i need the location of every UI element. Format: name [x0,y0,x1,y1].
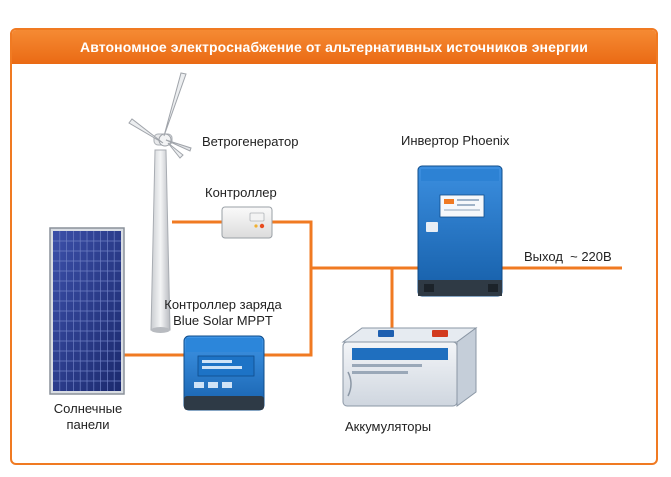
mppt-controller-icon [183,335,265,411]
wind-turbine-icon [128,72,192,333]
solar-panel-icon [49,227,125,395]
charge-controller-label-line2: Blue Solar MPPT [173,313,273,328]
diagram-title: Автономное электроснабжение от альтернат… [12,30,656,64]
wire-controller-bus [272,220,313,268]
inverter-icon [417,165,503,297]
output-label: Выход ~ 220В [524,249,612,264]
charge-controller-label-line1: Контроллер заряда [164,297,282,312]
battery-icon [341,327,478,407]
solar-panels-label-line1: Солнечные [53,401,123,416]
solar-panels-label-line2: панели [66,417,110,432]
wiring [124,220,622,357]
controller-box-icon [221,206,273,239]
inverter-label: Инвертор Phoenix [401,133,510,148]
wind-generator-label: Ветрогенератор [202,134,299,149]
batteries-label: Аккумуляторы [345,419,432,434]
charge-controller-label: Контроллер заряда Blue Solar MPPT [148,297,298,329]
wire-bus-mppt [264,268,313,357]
controller-label: Контроллер [205,185,277,200]
solar-panels-label: Солнечные панели [38,401,138,433]
